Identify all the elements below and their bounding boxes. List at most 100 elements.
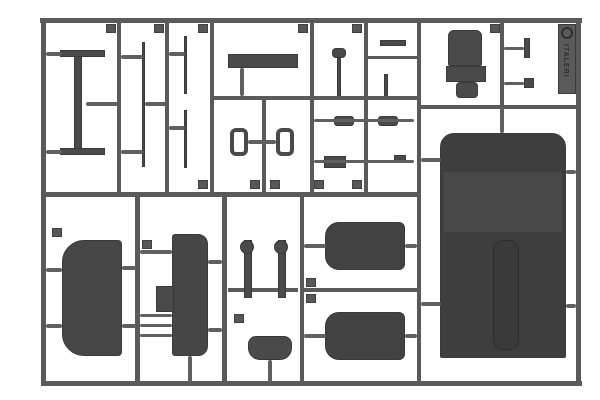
runner-h-2 <box>364 56 418 59</box>
small-fittings <box>524 38 530 58</box>
dashboard-bracket <box>228 54 298 68</box>
gate <box>421 158 441 162</box>
gate <box>268 360 272 382</box>
part-number-tag <box>198 180 208 189</box>
circle-logo-icon <box>561 27 573 39</box>
gate <box>169 52 185 56</box>
part-number-tag <box>154 24 164 33</box>
gate <box>248 140 276 144</box>
mirror-frame-left <box>230 128 248 156</box>
gate <box>314 119 414 122</box>
part-number-tag <box>106 24 116 33</box>
gate <box>504 47 524 50</box>
gate <box>500 108 504 133</box>
gate <box>566 304 576 308</box>
floor-pan-tunnel <box>493 240 519 350</box>
gate <box>314 160 414 163</box>
engine-block <box>448 30 482 66</box>
gate <box>240 68 244 96</box>
runner-v-4 <box>262 100 266 194</box>
part-number-tag <box>490 24 500 33</box>
part-number-tag <box>352 180 362 189</box>
front-seat-lower <box>325 312 405 360</box>
gate <box>46 150 62 154</box>
chassis-frame-top-bend <box>60 50 105 57</box>
chassis-frame-rail <box>74 50 82 150</box>
part-number-tag <box>270 180 280 189</box>
gate <box>140 314 172 317</box>
steering-rod <box>142 42 145 167</box>
floor-pan-top-panel <box>444 172 562 232</box>
dashboard-panel <box>172 234 208 356</box>
gate <box>122 324 136 328</box>
part-number-tag <box>306 294 316 303</box>
gate <box>121 55 143 59</box>
runner-v-8 <box>500 18 504 108</box>
runner-v-7 <box>417 18 421 386</box>
runner-v-10 <box>222 194 227 384</box>
runner-h-4 <box>304 288 420 292</box>
gate <box>169 126 185 130</box>
chassis-frame-bottom-bend <box>60 148 105 155</box>
runner-middle-horizontal <box>41 192 421 197</box>
gate <box>140 334 172 337</box>
engine-lower <box>456 82 478 98</box>
gate <box>504 82 524 85</box>
part-number-tag <box>314 180 324 189</box>
runner-h-1 <box>212 96 417 100</box>
pedal <box>380 40 406 46</box>
gate <box>121 150 143 154</box>
runner-v-2 <box>165 18 169 194</box>
part-number-tag <box>298 24 308 33</box>
runner-v-9 <box>135 194 140 384</box>
gate <box>188 356 192 382</box>
runner-frame-right <box>576 18 581 386</box>
gear-lever-stem <box>337 58 341 96</box>
runner-v-5 <box>310 18 314 194</box>
gate <box>304 244 326 248</box>
runner-v-11 <box>300 194 304 384</box>
runner-v-3 <box>210 18 214 194</box>
part-number-tag <box>306 278 316 287</box>
seat-cushion <box>248 336 292 360</box>
runner-v-6 <box>364 18 368 194</box>
gate <box>208 328 222 332</box>
gate <box>304 334 326 338</box>
dashboard-console <box>156 286 174 312</box>
runner-v-1 <box>117 18 121 194</box>
shock-top-right <box>274 240 288 254</box>
mirror-frame-right <box>276 128 294 156</box>
small-bracket <box>384 74 388 96</box>
gate <box>405 334 417 338</box>
gate <box>46 52 62 56</box>
part-number-tag <box>250 180 260 189</box>
gate <box>145 102 167 106</box>
lever-arm-lower <box>184 110 187 168</box>
part-number-tag <box>198 24 208 33</box>
gate <box>566 170 576 174</box>
gate <box>140 324 172 327</box>
part-number-tag <box>142 240 152 249</box>
part-number-tag <box>52 228 62 237</box>
runner-h-3 <box>228 288 298 292</box>
logo-tab <box>558 24 576 94</box>
brand-text: ITALERI <box>562 44 569 78</box>
rear-seat <box>62 240 122 356</box>
front-seat-upper <box>325 222 405 270</box>
gate <box>46 268 62 272</box>
part-number-tag <box>352 24 362 33</box>
gate <box>122 266 136 270</box>
gate <box>405 244 417 248</box>
part-number-tag <box>234 314 244 323</box>
small-fittings-2 <box>524 78 534 88</box>
gate <box>86 102 118 106</box>
shock-top-left <box>240 240 254 254</box>
lever-arm-upper <box>184 36 187 94</box>
runner-frame-bottom <box>42 381 582 386</box>
gate <box>208 260 222 264</box>
gear-lever <box>332 48 346 58</box>
gate <box>140 250 172 254</box>
runner-frame-left <box>41 18 46 386</box>
gate <box>46 324 62 328</box>
